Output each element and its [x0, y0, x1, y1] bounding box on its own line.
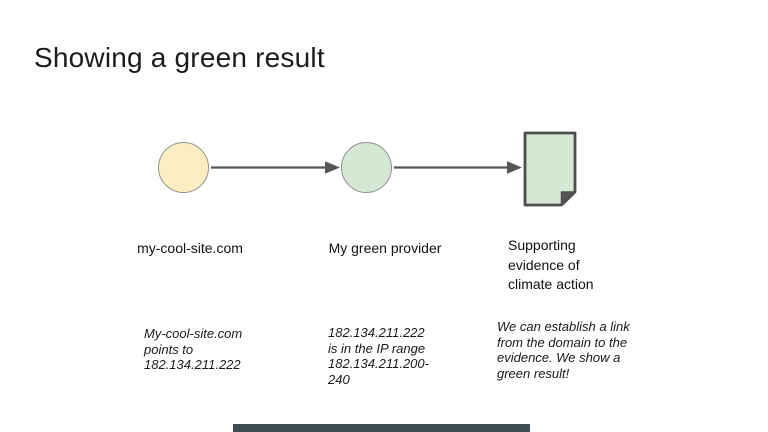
footer-accent-bar [233, 424, 530, 432]
arrow-domain-to-provider-icon [211, 161, 340, 174]
domain-node-note: My-cool-site.com points to 182.134.211.2… [144, 326, 243, 373]
evidence-node-label: Supporting evidence of climate action [508, 237, 594, 293]
green-provider-node-label: My green provider [328, 240, 442, 256]
evidence-document-icon [523, 131, 577, 207]
arrow-provider-to-evidence-icon [394, 161, 522, 174]
green-provider-node-circle [341, 142, 392, 193]
evidence-node-note: We can establish a link from the domain … [497, 319, 630, 381]
green-provider-node-note: 182.134.211.222 is in the IP range 182.1… [328, 325, 429, 387]
domain-node-label: my-cool-site.com [137, 240, 243, 256]
slide-title: Showing a green result [34, 42, 325, 73]
domain-node-circle [158, 142, 209, 193]
